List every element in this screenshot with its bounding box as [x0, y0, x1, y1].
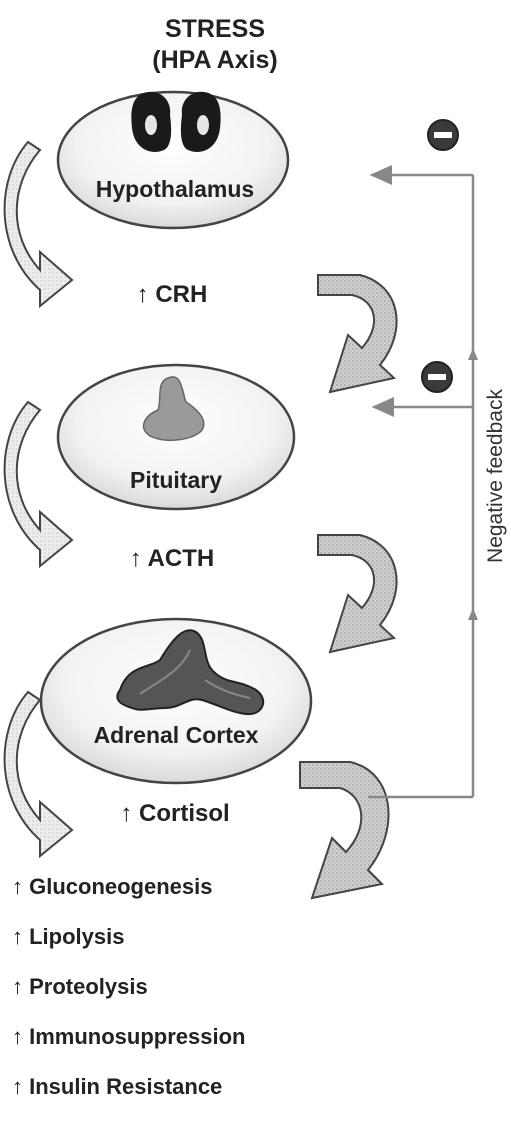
inhibition-symbol-hypothalamus: [428, 120, 458, 150]
effect-immunosuppression: ↑ Immunosuppression: [12, 1024, 245, 1050]
right-curved-arrow-1: [318, 275, 397, 392]
effect-lipolysis: ↑ Lipolysis: [12, 924, 124, 950]
title-hpa-axis: (HPA Axis): [115, 45, 315, 75]
negative-feedback-label: Negative feedback: [484, 389, 508, 563]
hypothalamus-ellipse: [58, 92, 288, 228]
title-stress: STRESS: [115, 14, 315, 44]
pituitary-label: Pituitary: [60, 467, 292, 494]
acth-label: ↑ ACTH: [52, 545, 292, 573]
right-curved-arrow-2: [318, 535, 397, 652]
effect-gluconeogenesis: ↑ Gluconeogenesis: [12, 874, 213, 900]
adrenal-cortex-label: Adrenal Cortex: [40, 722, 312, 749]
hypothalamus-label: Hypothalamus: [60, 176, 290, 203]
right-curved-arrow-3: [300, 762, 389, 898]
effect-proteolysis: ↑ Proteolysis: [12, 974, 148, 1000]
effect-insulin-resistance: ↑ Insulin Resistance: [12, 1074, 222, 1100]
inhibition-symbol-pituitary: [422, 362, 452, 392]
crh-label: ↑ CRH: [52, 281, 292, 309]
negative-feedback-lines: [368, 175, 473, 797]
cortisol-label: ↑ Cortisol: [55, 800, 295, 828]
